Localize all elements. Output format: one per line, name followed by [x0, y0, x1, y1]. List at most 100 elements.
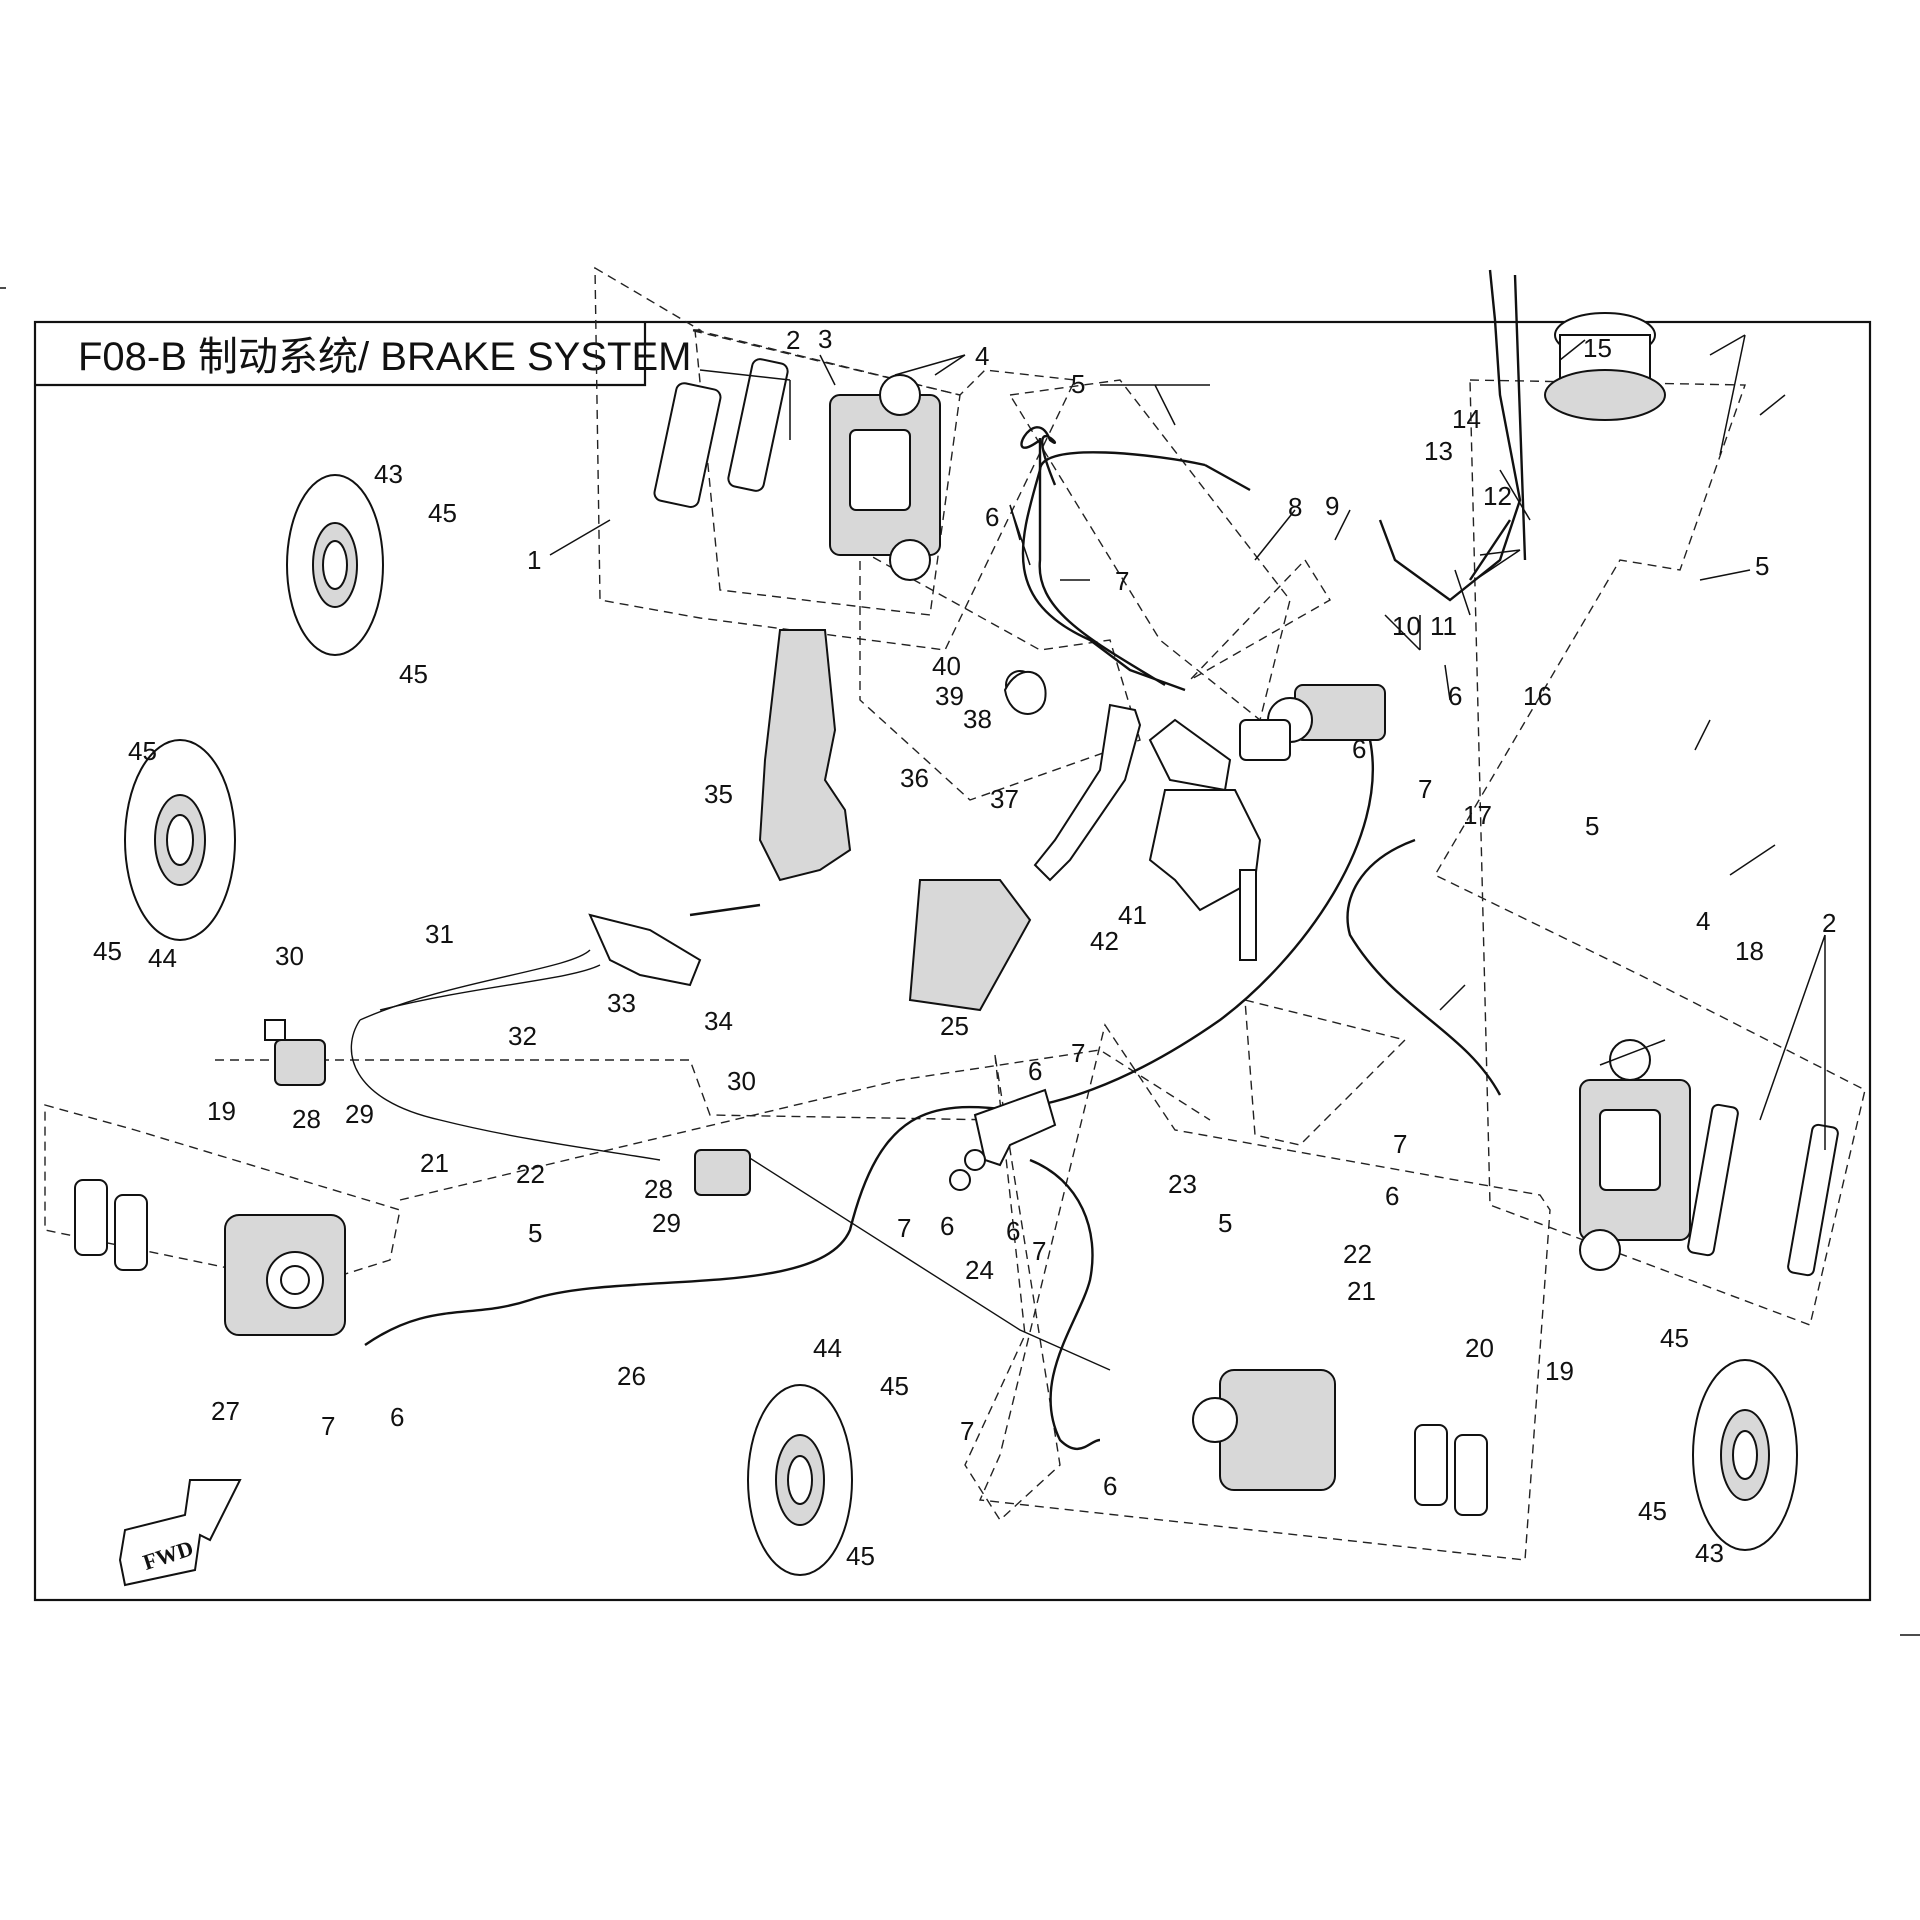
callout-2-right: 2 — [1822, 908, 1836, 938]
callout-45-bottom-b: 45 — [846, 1541, 875, 1571]
callout-29-left: 29 — [345, 1099, 374, 1129]
callout-7-center: 7 — [1418, 774, 1432, 804]
drawing-frame — [33, 320, 1872, 1602]
caliper-rear-left — [74, 1179, 346, 1336]
callout-32: 32 — [508, 1021, 537, 1051]
title-box — [35, 322, 647, 387]
callout-9: 9 — [1325, 491, 1339, 521]
callout-19-left: 19 — [207, 1096, 236, 1126]
fwd-direction-arrow: FWD — [118, 1479, 242, 1587]
callout-45-bottom-a: 45 — [880, 1371, 909, 1401]
callout-2-top: 2 — [786, 325, 800, 355]
callout-34: 34 — [704, 1006, 733, 1036]
caliper-front-right — [1579, 1039, 1839, 1277]
brake-tee-junction — [949, 1088, 1057, 1191]
callout-31: 31 — [425, 919, 454, 949]
callout-11: 11 — [1430, 611, 1457, 641]
callout-labels: 1 2 2 3 4 4 5 5 5 5 5 6 6 6 6 6 6 6 6 6 … — [93, 324, 1836, 1571]
callout-4-top: 4 — [975, 341, 989, 371]
parking-brake-lever — [588, 629, 852, 987]
callout-6-tee-c: 6 — [1006, 1216, 1020, 1246]
rotor-top-left — [286, 474, 384, 656]
callout-20: 20 — [1465, 1333, 1494, 1363]
callout-12: 12 — [1483, 481, 1512, 511]
brake-switch-left — [264, 1019, 326, 1086]
callout-45-right-a: 45 — [1660, 1323, 1689, 1353]
callout-21-right: 21 — [1347, 1276, 1376, 1306]
brake-lines — [350, 426, 1502, 1450]
callout-22-left: 22 — [516, 1159, 545, 1189]
callout-40: 40 — [932, 651, 961, 681]
callout-8: 8 — [1288, 492, 1302, 522]
callout-5-left: 5 — [528, 1218, 542, 1248]
callout-6-center-a: 6 — [1448, 681, 1462, 711]
callout-10: 10 — [1392, 611, 1421, 641]
diagram-title: F08-B 制动系统/ BRAKE SYSTEM — [78, 335, 691, 379]
rotor-bottom-center — [747, 1384, 853, 1576]
callout-7-tee-c: 7 — [1032, 1236, 1046, 1266]
pedal-bracket — [1148, 789, 1262, 961]
callout-25: 25 — [940, 1011, 969, 1041]
callout-7-top: 7 — [1115, 566, 1129, 596]
callout-41: 41 — [1118, 900, 1147, 930]
callout-22-right: 22 — [1343, 1239, 1372, 1269]
callout-28-left: 28 — [292, 1104, 321, 1134]
callout-3: 3 — [818, 324, 832, 354]
callout-6-top: 6 — [985, 502, 999, 532]
callout-44-left: 44 — [148, 943, 177, 973]
callout-16: 16 — [1523, 681, 1552, 711]
group-outlines — [44, 266, 1866, 1561]
callout-6-left: 6 — [390, 1402, 404, 1432]
callout-5-right: 5 — [1585, 811, 1599, 841]
rotor-bottom-right — [1692, 1359, 1798, 1551]
callout-6-center-b: 6 — [1352, 734, 1366, 764]
brake-reservoir — [1378, 269, 1666, 602]
callout-5-bottom: 5 — [1218, 1208, 1232, 1238]
callout-13: 13 — [1424, 436, 1453, 466]
callout-7-right: 7 — [1393, 1129, 1407, 1159]
callout-18: 18 — [1735, 936, 1764, 966]
callout-28-center: 28 — [644, 1174, 673, 1204]
callout-45-left-a: 45 — [128, 736, 157, 766]
caliper-front-left — [653, 358, 941, 581]
callout-45-top-b: 45 — [399, 659, 428, 689]
callout-14: 14 — [1452, 404, 1481, 434]
callout-15: 15 — [1583, 333, 1612, 363]
callout-6-tee-b: 6 — [940, 1211, 954, 1241]
callout-30-left: 30 — [275, 941, 304, 971]
callout-7-bottom: 7 — [960, 1416, 974, 1446]
callout-17: 17 — [1463, 800, 1492, 830]
callout-5-reservoir: 5 — [1755, 551, 1769, 581]
callout-37: 37 — [990, 784, 1019, 814]
callout-1: 1 — [527, 545, 541, 575]
callout-4-right: 4 — [1696, 906, 1710, 936]
callout-27: 27 — [211, 1396, 240, 1426]
callout-43-right: 43 — [1695, 1538, 1724, 1568]
brake-pedal — [908, 670, 1232, 1012]
callout-45-right-b: 45 — [1638, 1496, 1667, 1526]
callout-5-top: 5 — [1071, 369, 1085, 399]
rotor-mid-left — [124, 739, 236, 941]
callout-35: 35 — [704, 779, 733, 809]
callout-29-center: 29 — [652, 1208, 681, 1238]
callout-42: 42 — [1090, 926, 1119, 956]
callout-23: 23 — [1168, 1169, 1197, 1199]
callout-45-top-a: 45 — [428, 498, 457, 528]
callout-26: 26 — [617, 1361, 646, 1391]
callout-33: 33 — [607, 988, 636, 1018]
callout-19-right: 19 — [1545, 1356, 1574, 1386]
callout-leaders — [549, 334, 1826, 1150]
callout-6-bottom: 6 — [1103, 1471, 1117, 1501]
callout-7-left: 7 — [321, 1411, 335, 1441]
callout-6-tee-a: 6 — [1028, 1056, 1042, 1086]
callout-24: 24 — [965, 1255, 994, 1285]
callout-7-tee-a: 7 — [1071, 1038, 1085, 1068]
caliper-rear-right — [1192, 1369, 1488, 1516]
callout-21-left: 21 — [420, 1148, 449, 1178]
callout-6-right: 6 — [1385, 1181, 1399, 1211]
callout-38: 38 — [963, 704, 992, 734]
callout-7-tee-b: 7 — [897, 1213, 911, 1243]
callout-44-bottom: 44 — [813, 1333, 842, 1363]
callout-36: 36 — [900, 763, 929, 793]
